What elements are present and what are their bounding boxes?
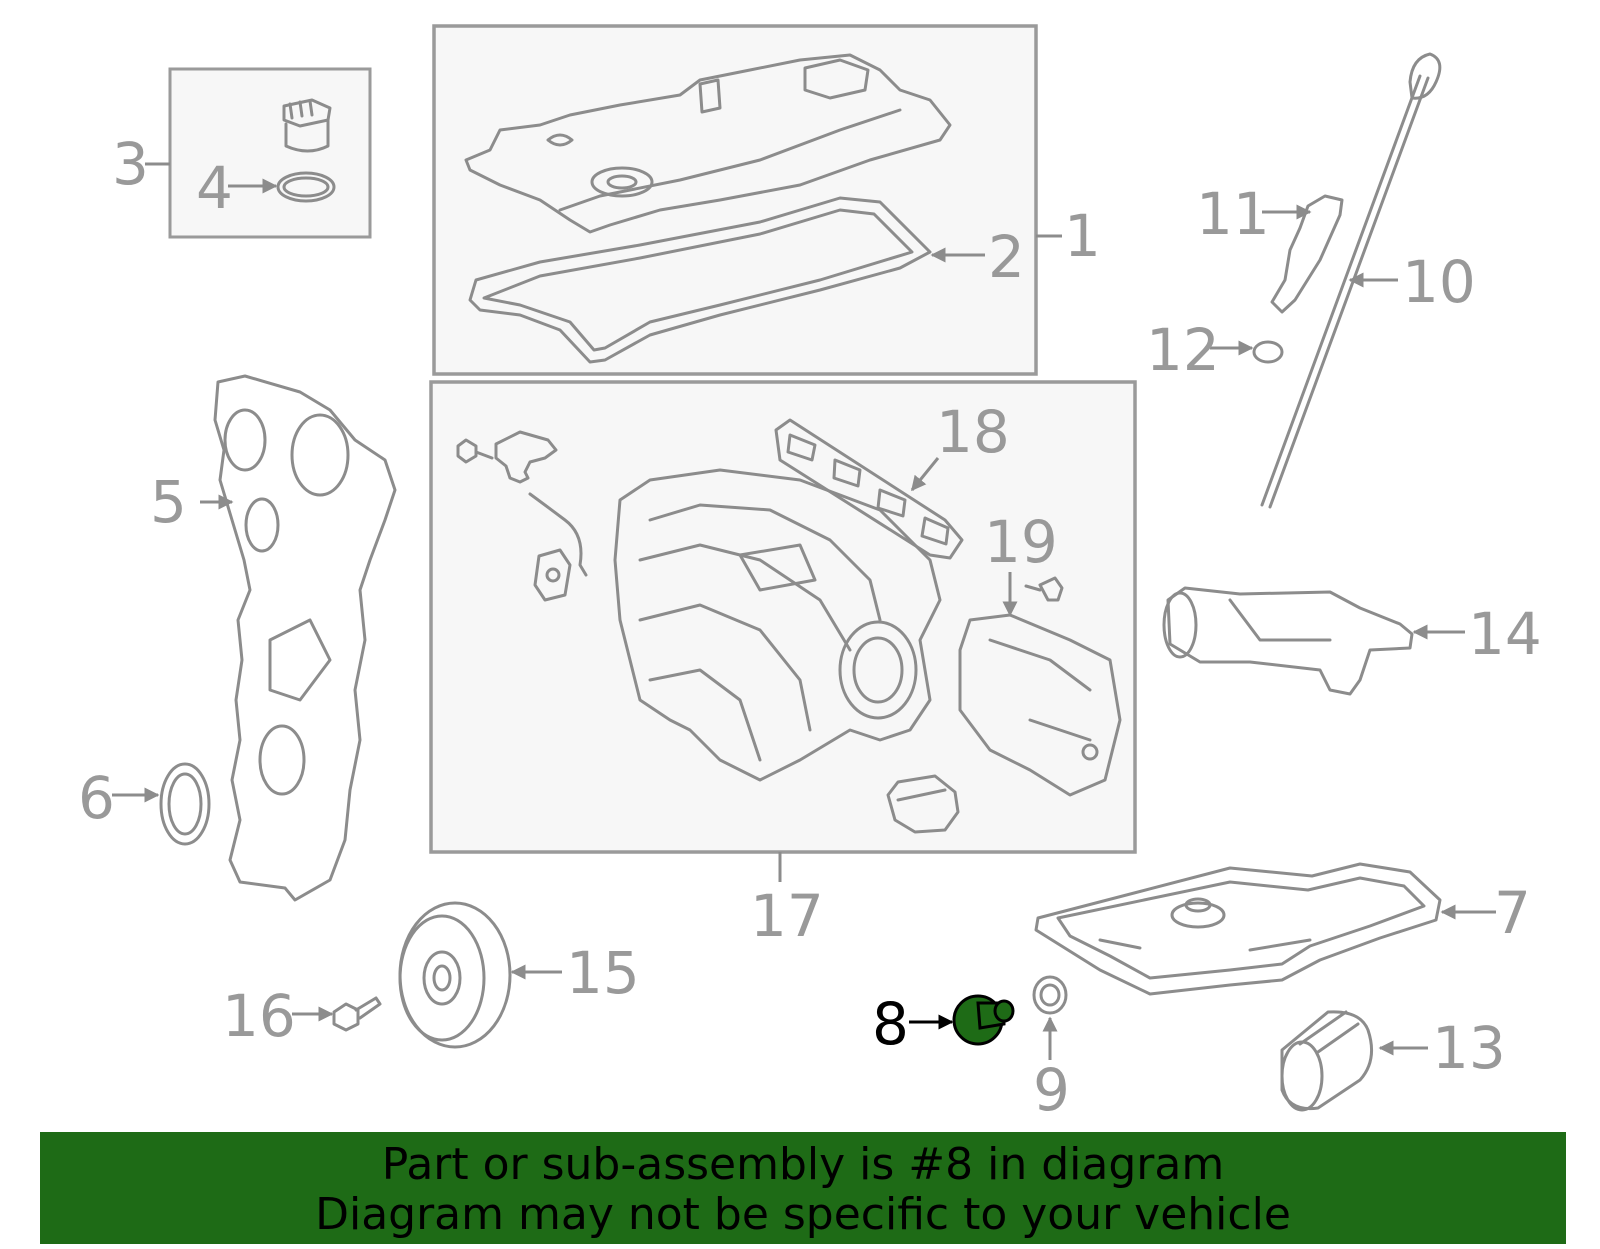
oil-filter [1280, 1010, 1428, 1112]
info-banner: Part or sub-assembly is #8 in diagram Di… [40, 1132, 1566, 1244]
callout-10: 10 [1402, 248, 1476, 316]
callout-13: 13 [1432, 1014, 1506, 1082]
pulley-bolt [292, 996, 382, 1032]
callout-19: 19 [984, 508, 1058, 576]
dipstick-group [1210, 52, 1442, 509]
valve-cover-group [432, 24, 1062, 376]
callout-17: 17 [750, 882, 824, 950]
callout-12: 12 [1146, 316, 1220, 384]
crankshaft-pulley [398, 901, 562, 1049]
oil-strainer [1162, 586, 1465, 696]
banner-line-1: Part or sub-assembly is #8 in diagram [381, 1139, 1225, 1190]
intake-manifold-group [429, 380, 1137, 854]
callout-4: 4 [196, 154, 233, 222]
crankshaft-seal [112, 762, 211, 846]
timing-cover [200, 374, 397, 902]
callout-7: 7 [1494, 879, 1531, 947]
callout-9: 9 [1033, 1056, 1070, 1124]
callout-6: 6 [78, 764, 115, 832]
drain-plug-gasket [1032, 975, 1068, 1060]
callout-3: 3 [112, 130, 149, 198]
drain-plug-highlighted [909, 994, 1015, 1046]
callout-15: 15 [566, 939, 640, 1007]
callout-11: 11 [1196, 180, 1270, 248]
callout-14: 14 [1468, 600, 1542, 668]
callout-8: 8 [872, 990, 909, 1058]
callout-16: 16 [222, 982, 296, 1050]
callout-2: 2 [988, 223, 1025, 291]
banner-line-2: Diagram may not be specific to your vehi… [315, 1189, 1291, 1240]
oil-filler-cap-group [145, 67, 372, 239]
callout-5: 5 [150, 468, 187, 536]
callout-18: 18 [936, 398, 1010, 466]
callout-1: 1 [1064, 202, 1101, 270]
oil-pan [1034, 862, 1496, 996]
